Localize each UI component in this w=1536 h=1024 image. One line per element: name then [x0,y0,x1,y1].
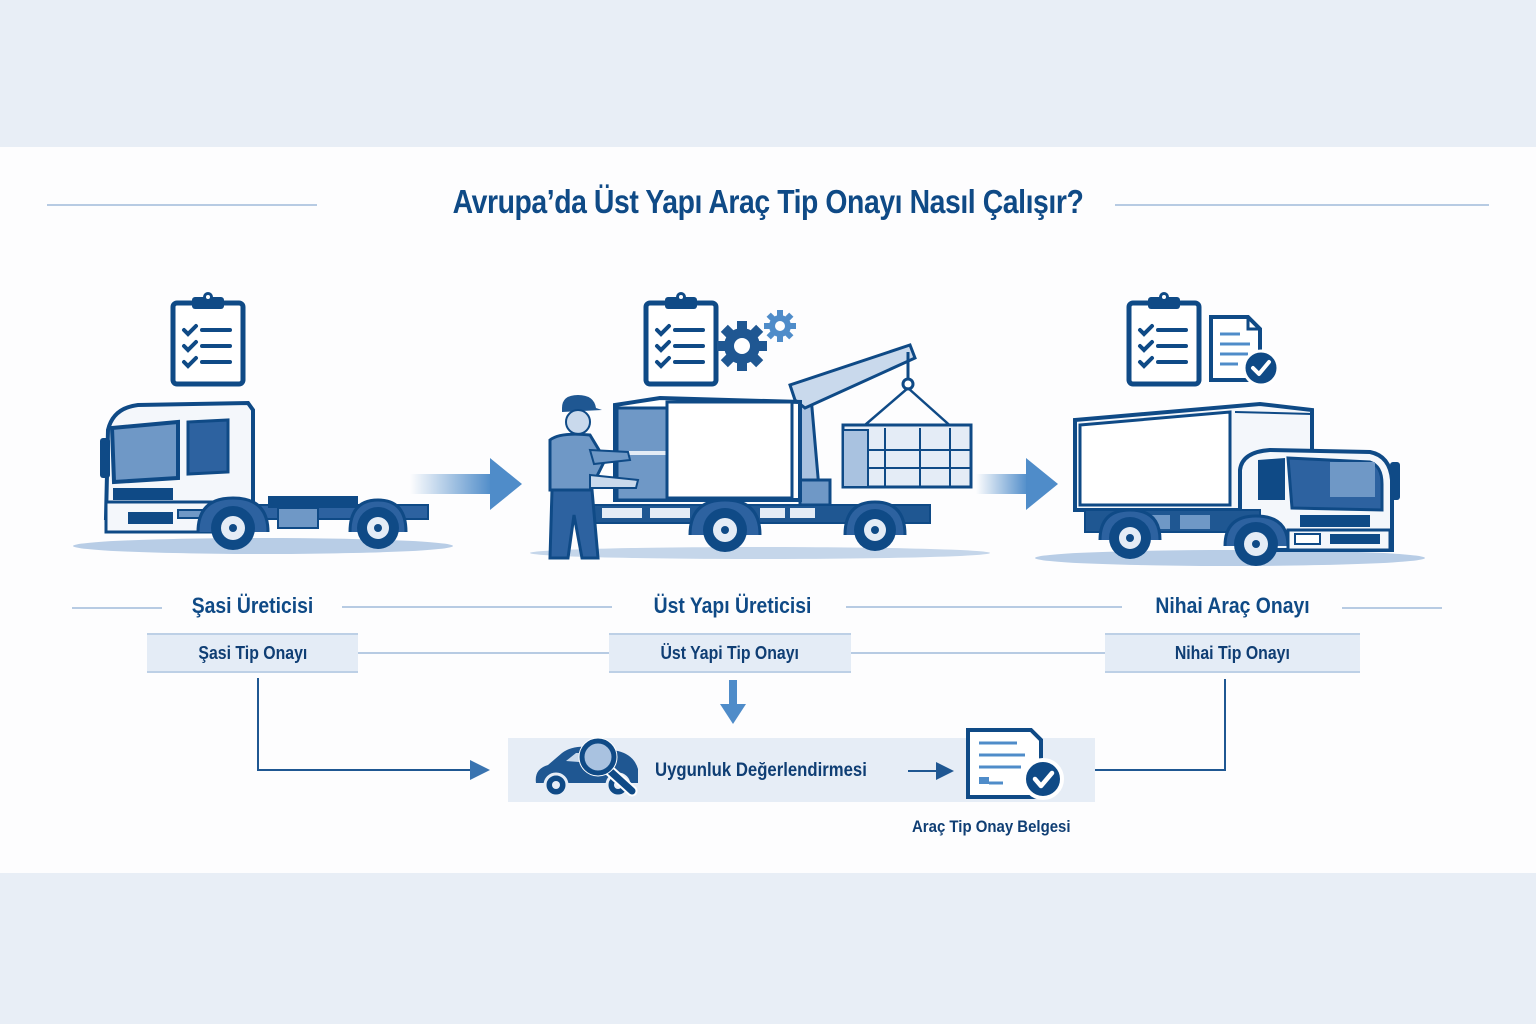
approval-label-body: Üst Yapi Tip Onayı [660,642,800,663]
chassis-cab-truck-illustration [73,400,453,554]
approval-label-chassis: Şasi Tip Onayı [198,642,307,663]
type-approval-certificate-label: Araç Tip Onay Belgesi [912,817,1071,836]
flow-arrow-right-icon [976,458,1058,510]
arrow-down-icon [720,680,746,724]
title-rule-right [1115,204,1489,206]
gears-icon [717,310,796,371]
conformity-assessment-label: Uygunluk Değerlendirmesi [655,760,867,781]
stage-title-chassis: Şasi Üreticisi [191,593,314,618]
stage-rule [1342,607,1442,609]
page-title: Avrupa’da Üst Yapı Araç Tip Onayı Nasıl … [452,183,1084,220]
approval-box-body: Üst Yapi Tip Onayı [609,633,851,673]
connector-chassis-down [257,678,259,771]
certificate-check-icon [966,728,1064,800]
flow-arrow-right-icon [410,458,522,510]
completed-box-truck-illustration [1035,401,1425,566]
approval-rule [357,652,610,654]
worker-crane-body-mounting-illustration [530,343,990,560]
connector-assessment-to-cert [908,770,938,772]
approved-document-icon [1209,315,1280,387]
connector-chassis-right [257,769,472,771]
clipboard-checklist-icon [1126,292,1202,387]
stage-title-final: Nihai Araç Onayı [1155,593,1310,618]
clipboard-checklist-icon [170,292,246,387]
arrowhead-right-icon [936,762,954,780]
arrowhead-right-icon [470,760,490,780]
connector-final-left [1080,769,1226,771]
stage-rule [342,606,612,608]
approval-rule [850,652,1106,654]
approval-label-final: Nihai Tip Onayı [1174,642,1291,663]
approval-box-chassis: Şasi Tip Onayı [147,633,358,673]
approval-box-final: Nihai Tip Onayı [1105,633,1360,673]
title-rule-left [47,204,317,206]
car-inspection-magnifier-icon [535,737,638,798]
stage-title-body: Üst Yapı Üreticisi [653,593,812,618]
stage-rule [72,607,162,609]
clipboard-checklist-icon [643,292,719,387]
connector-final-down [1224,679,1226,771]
stage-rule [846,606,1122,608]
